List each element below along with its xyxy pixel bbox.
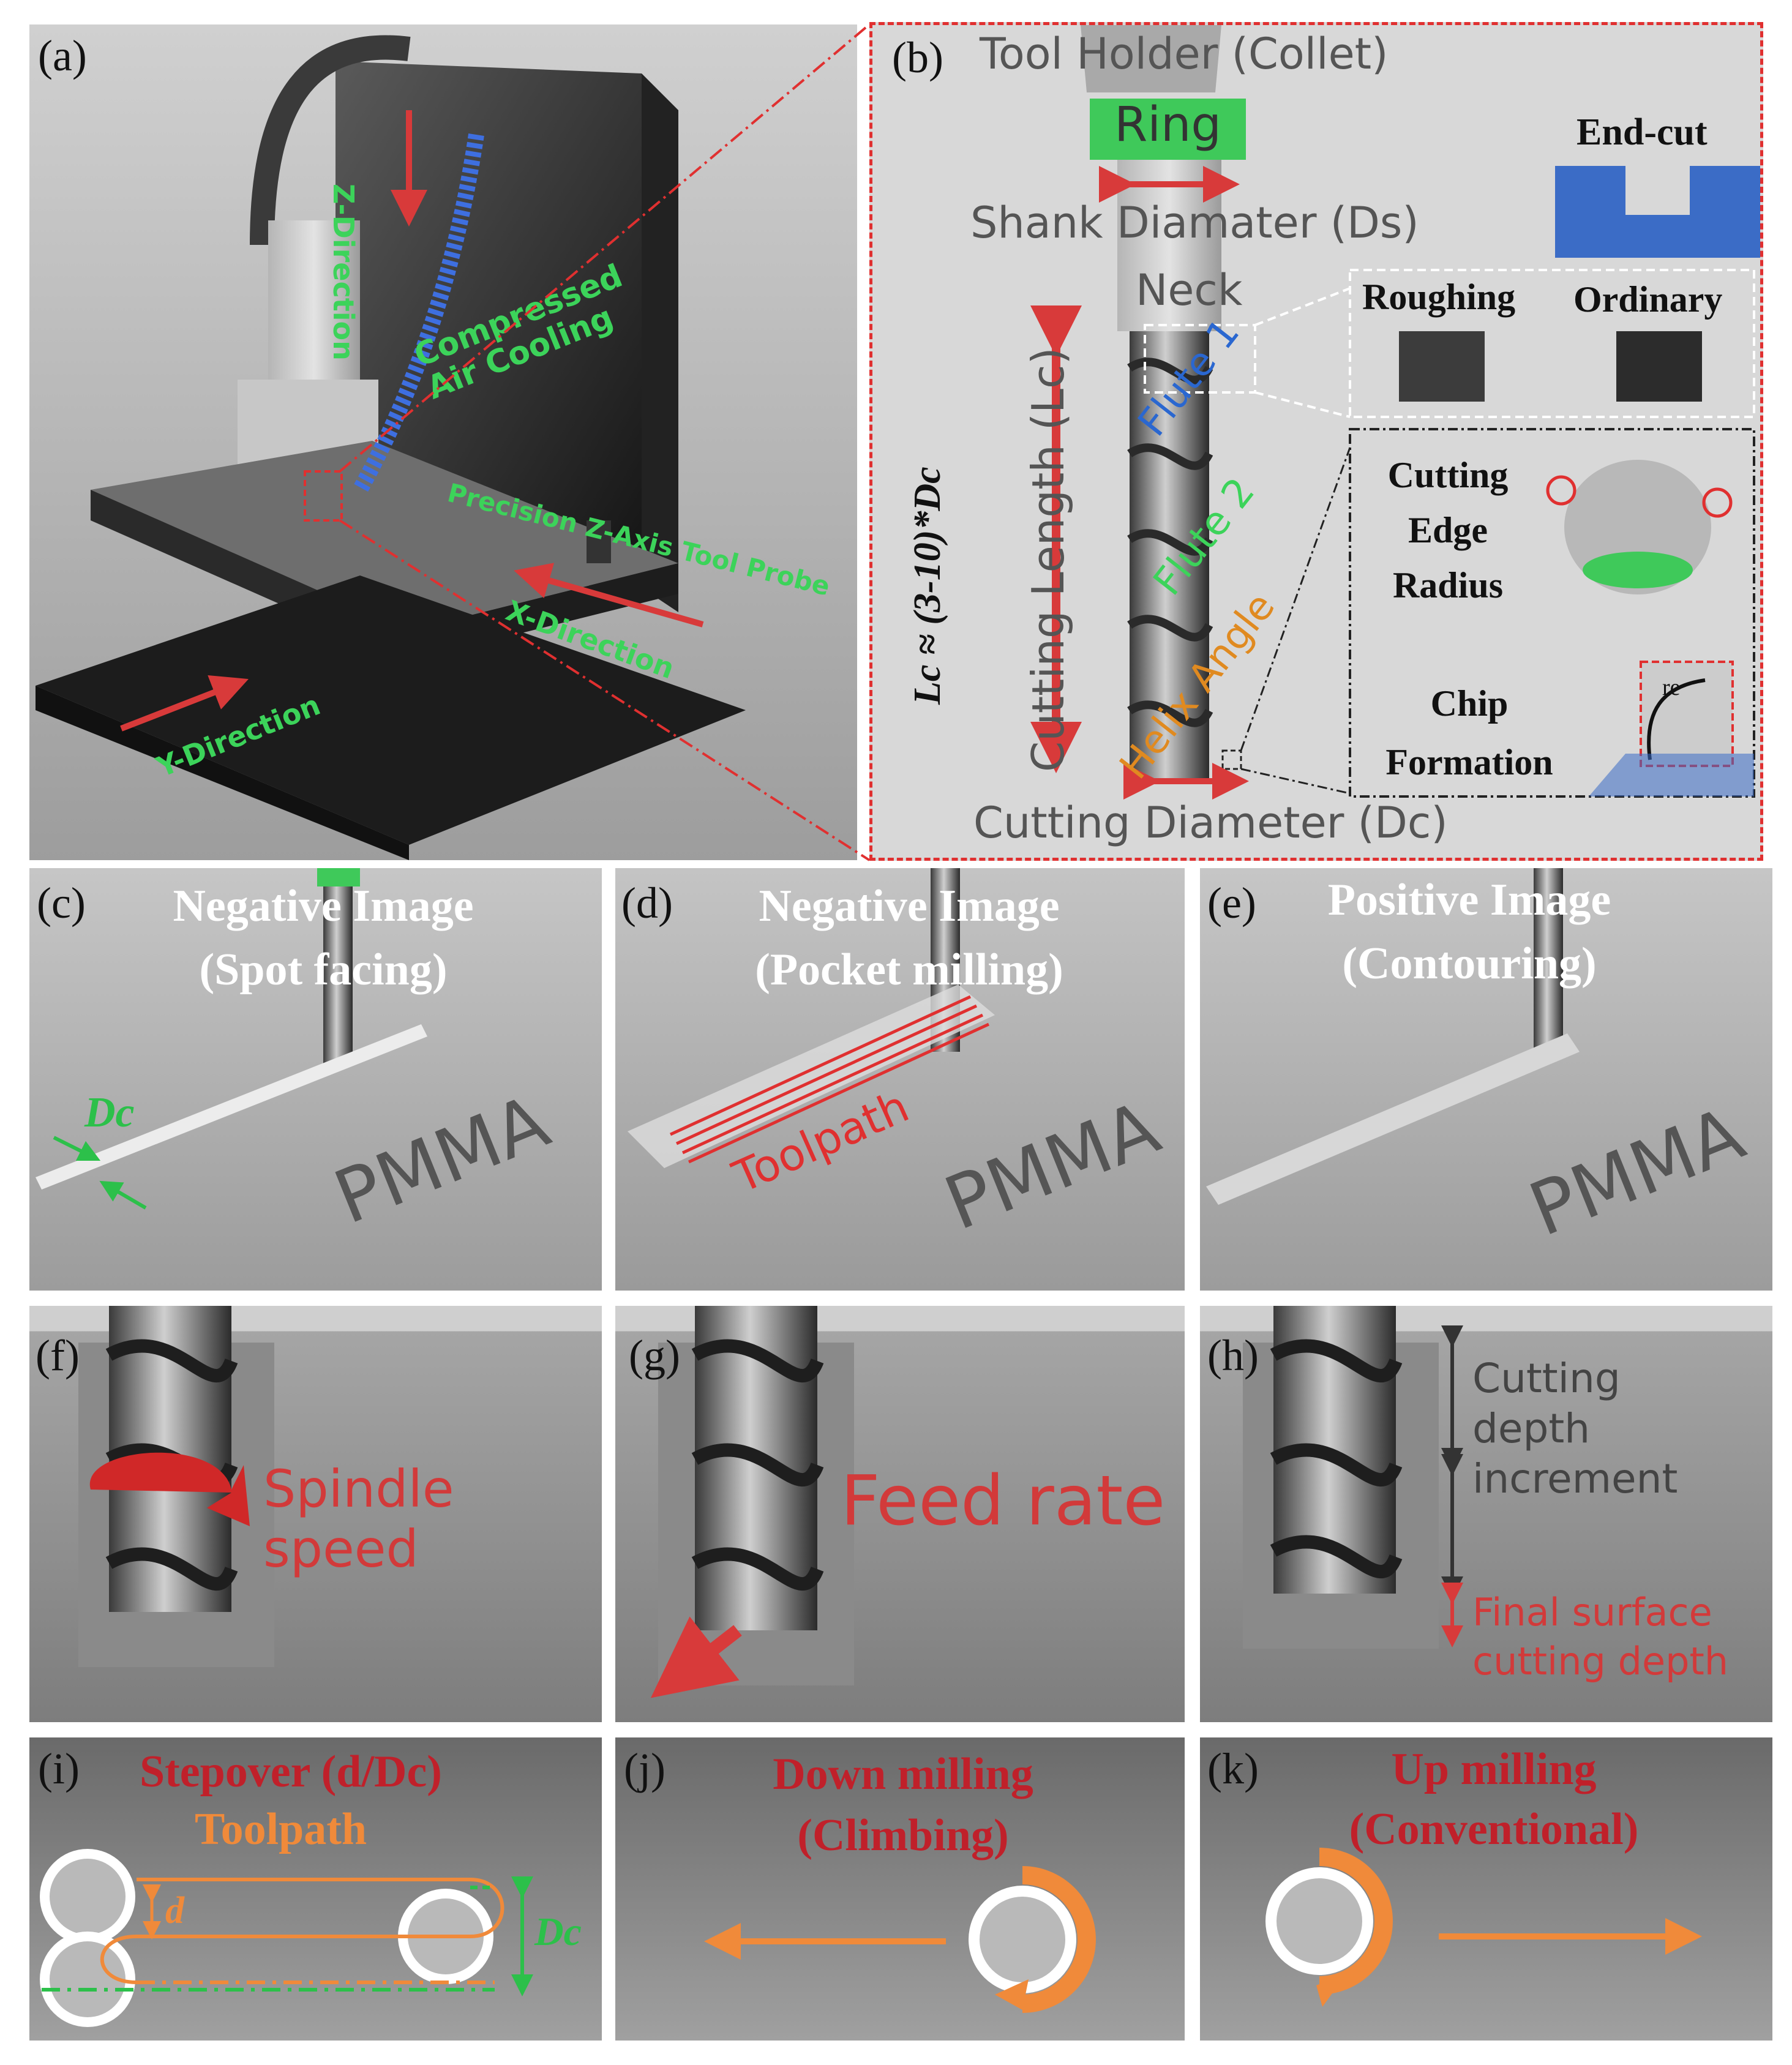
cutting-diameter-label: Cutting Diameter (Dc) (973, 798, 1448, 848)
panel-d-title-line1: Negative Image (759, 881, 1060, 931)
panel-k-title-line2: (Conventional) (1349, 1804, 1639, 1854)
neck-label: Neck (1136, 265, 1243, 315)
cutting-depth-scene (1243, 1306, 1463, 1649)
panel-k-title-line1: Up milling (1391, 1744, 1597, 1794)
feed-rate-scene (650, 1306, 854, 1698)
up-milling-diagram (1265, 1848, 1702, 2007)
panel-c-label: (c) (37, 879, 86, 928)
panel-k-label: (k) (1207, 1744, 1259, 1793)
depth-increment-line2: depth (1472, 1405, 1591, 1452)
final-depth-line1: Final surface (1472, 1590, 1712, 1635)
feed-rate-label: Feed rate (841, 1461, 1166, 1541)
ring-label: Ring (1114, 97, 1221, 152)
cutting-length-label: Cutting Length (Lc) (1022, 347, 1074, 772)
panel-e-label: (e) (1207, 879, 1256, 928)
panel-g-label: (g) (629, 1331, 680, 1380)
panel-d-label: (d) (621, 879, 673, 928)
contouring-scene (1206, 868, 1580, 1205)
panel-d-title-line2: (Pocket milling) (755, 945, 1063, 995)
panel-i-label: (i) (38, 1744, 80, 1793)
chip-formation-label: Chip Formation (1385, 683, 1553, 782)
panel-a-label: (a) (38, 31, 87, 80)
depth-increment-line3: increment (1472, 1455, 1678, 1502)
panel-d-pocket-milling: (d) Negative Image (Pocket milling) Tool… (615, 868, 1185, 1291)
panel-h-cutting-depth: (h) Cutting depth increment Final surfac… (1200, 1306, 1772, 1722)
panel-i-stepover: (i) Stepover (d/Dc) Toolpath d Dc (29, 1737, 602, 2041)
panel-e-title-line2: (Contouring) (1342, 939, 1597, 989)
endmill-illustration (1030, 25, 1760, 800)
zoom-connector-lines (339, 23, 871, 861)
cutting-edge-radius-label: Cutting Edge Radius (1387, 455, 1509, 605)
re-symbol-label: re (1662, 675, 1681, 700)
panel-b-label: (b) (892, 33, 943, 82)
endcut-label: End-cut (1576, 111, 1708, 153)
panel-j-title-line1: Down milling (773, 1749, 1033, 1799)
panel-e-contouring: (e) Positive Image (Contouring) PMMA (1200, 868, 1772, 1291)
panel-j-title-line2: (Climbing) (797, 1810, 1009, 1861)
tool-holder-label: Tool Holder (Collet) (980, 29, 1389, 79)
panel-f-spindle-speed: (f) Spindle speed (29, 1306, 602, 1722)
panel-c-title-line2: (Spot facing) (199, 945, 448, 995)
panel-i-toolpath-label: Toolpath (195, 1804, 367, 1854)
panel-k-up-milling: (k) Up milling (Conventional) (1200, 1737, 1772, 2041)
lc-formula-label: Lc ≈ (3-10)*Dc (907, 467, 948, 705)
stepover-title: Stepover (d/Dc) (140, 1747, 442, 1797)
spindle-speed-scene (78, 1306, 274, 1667)
final-depth-line2: cutting depth (1472, 1639, 1729, 1684)
cutter-top-left (40, 1849, 135, 1944)
roughing-label: Roughing (1362, 277, 1516, 317)
panel-c-dc-label: Dc (84, 1089, 135, 1136)
panel-j-label: (j) (624, 1744, 665, 1793)
stepover-d-label: d (165, 1890, 184, 1932)
shank-diameter-label: Shank Diamater (Ds) (970, 198, 1419, 248)
panel-h-label: (h) (1207, 1331, 1259, 1380)
panel-e-title-line1: Positive Image (1327, 875, 1611, 925)
panel-g-feed-rate: (g) Feed rate (615, 1306, 1185, 1722)
panel-c-title-line1: Negative Image (173, 881, 474, 931)
stepover-dc-label: Dc (534, 1909, 582, 1954)
ordinary-label: Ordinary (1573, 279, 1723, 320)
panel-c-spot-facing: (c) Negative Image (Spot facing) Dc PMMA (29, 868, 602, 1291)
stepover-diagram (40, 1849, 533, 2027)
down-milling-diagram (704, 1866, 1096, 2013)
panel-f-label: (f) (36, 1331, 80, 1380)
panel-b-endmill-anatomy: (b) Tool Holder (Collet) Ring Shank Diam… (869, 22, 1763, 861)
spindle-speed-label: Spindle speed (263, 1459, 454, 1579)
depth-increment-line1: Cutting (1472, 1355, 1621, 1402)
pocket-milling-scene (628, 868, 995, 1168)
panel-j-down-milling: (j) Down milling (Climbing) (615, 1737, 1185, 2041)
spot-facing-scene (36, 868, 427, 1210)
